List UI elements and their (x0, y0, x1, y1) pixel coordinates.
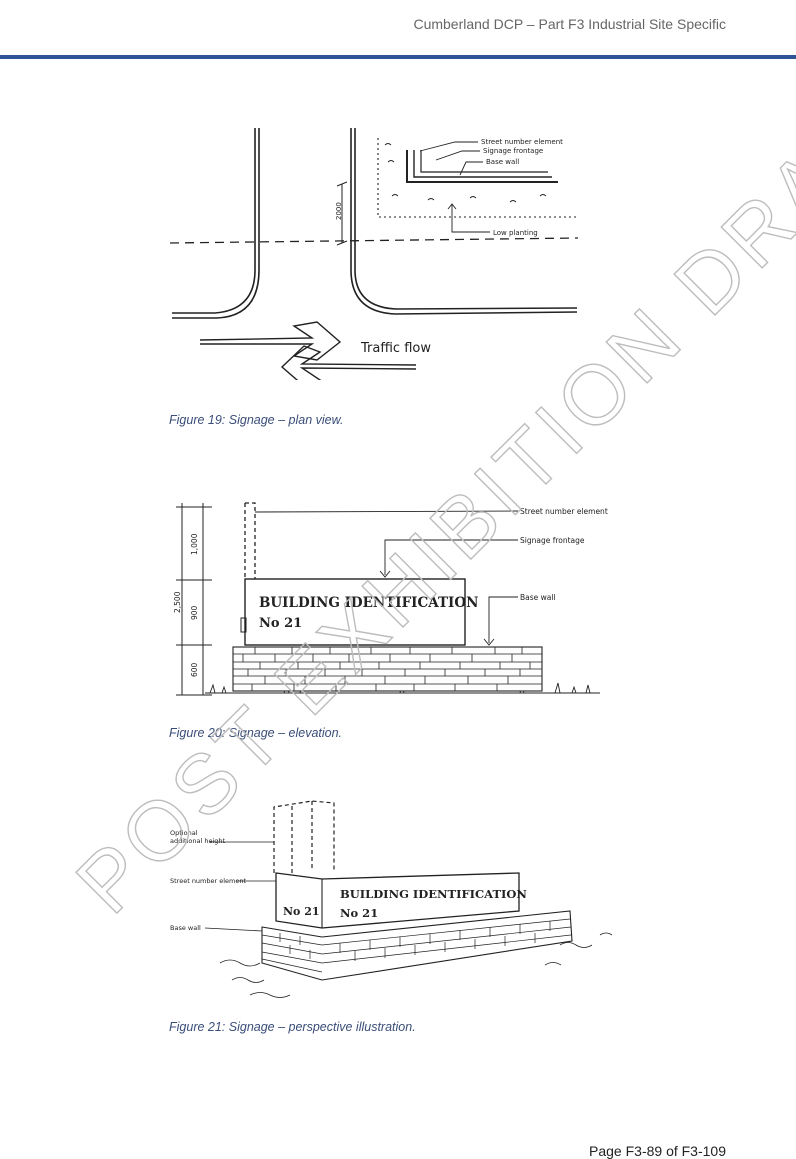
label-optional-1: Optional (170, 829, 198, 837)
figure-20-caption: Figure 20: Signage – elevation. (169, 726, 343, 740)
elevation-drawing: Street number element Signage frontage B… (173, 502, 608, 696)
dimension-mid: 900 (190, 605, 199, 620)
sign-line-1: BUILDING IDENTIFICATION (340, 887, 527, 901)
label-street-number: Street number element (481, 138, 563, 146)
sign-line-2: No 21 (259, 616, 302, 631)
label-signage-frontage: Signage frontage (483, 147, 543, 155)
label-dimension: 2000 (335, 202, 343, 220)
dimension-top: 1,000 (190, 533, 199, 555)
sign-line-1: BUILDING IDENTIFICATION (259, 595, 478, 611)
label-optional-2: additional height (170, 837, 226, 845)
dimension-total: 2,500 (173, 591, 182, 613)
side-number: No 21 (283, 905, 320, 918)
stone-base-wall (232, 646, 543, 692)
label-traffic-flow: Traffic flow (360, 341, 431, 356)
label-street-number: Street number element (170, 877, 247, 885)
header-rule (0, 55, 796, 59)
label-street-number: Street number element (520, 507, 608, 516)
label-low-planting: Low planting (493, 229, 538, 237)
label-base-wall: Base wall (486, 158, 519, 166)
sign-line-2: No 21 (340, 906, 378, 920)
figure-plan-view: Street number element Signage frontage B… (0, 120, 796, 380)
label-base-wall: Base wall (520, 593, 556, 602)
page-number: Page F3-89 of F3-109 (589, 1143, 726, 1159)
figure-perspective: Optional additional height Street number… (0, 795, 796, 1005)
running-header: Cumberland DCP – Part F3 Industrial Site… (413, 16, 726, 32)
dimension-base: 600 (190, 662, 199, 677)
perspective-drawing: Optional additional height Street number… (170, 800, 613, 998)
label-signage-frontage: Signage frontage (520, 536, 585, 545)
figure-19-caption: Figure 19: Signage – plan view. (169, 413, 344, 427)
plan-view-drawing: Street number element Signage frontage B… (169, 128, 579, 380)
label-base-wall: Base wall (170, 924, 201, 932)
figure-21-caption: Figure 21: Signage – perspective illustr… (169, 1020, 416, 1034)
figure-elevation: Street number element Signage frontage B… (0, 495, 796, 705)
